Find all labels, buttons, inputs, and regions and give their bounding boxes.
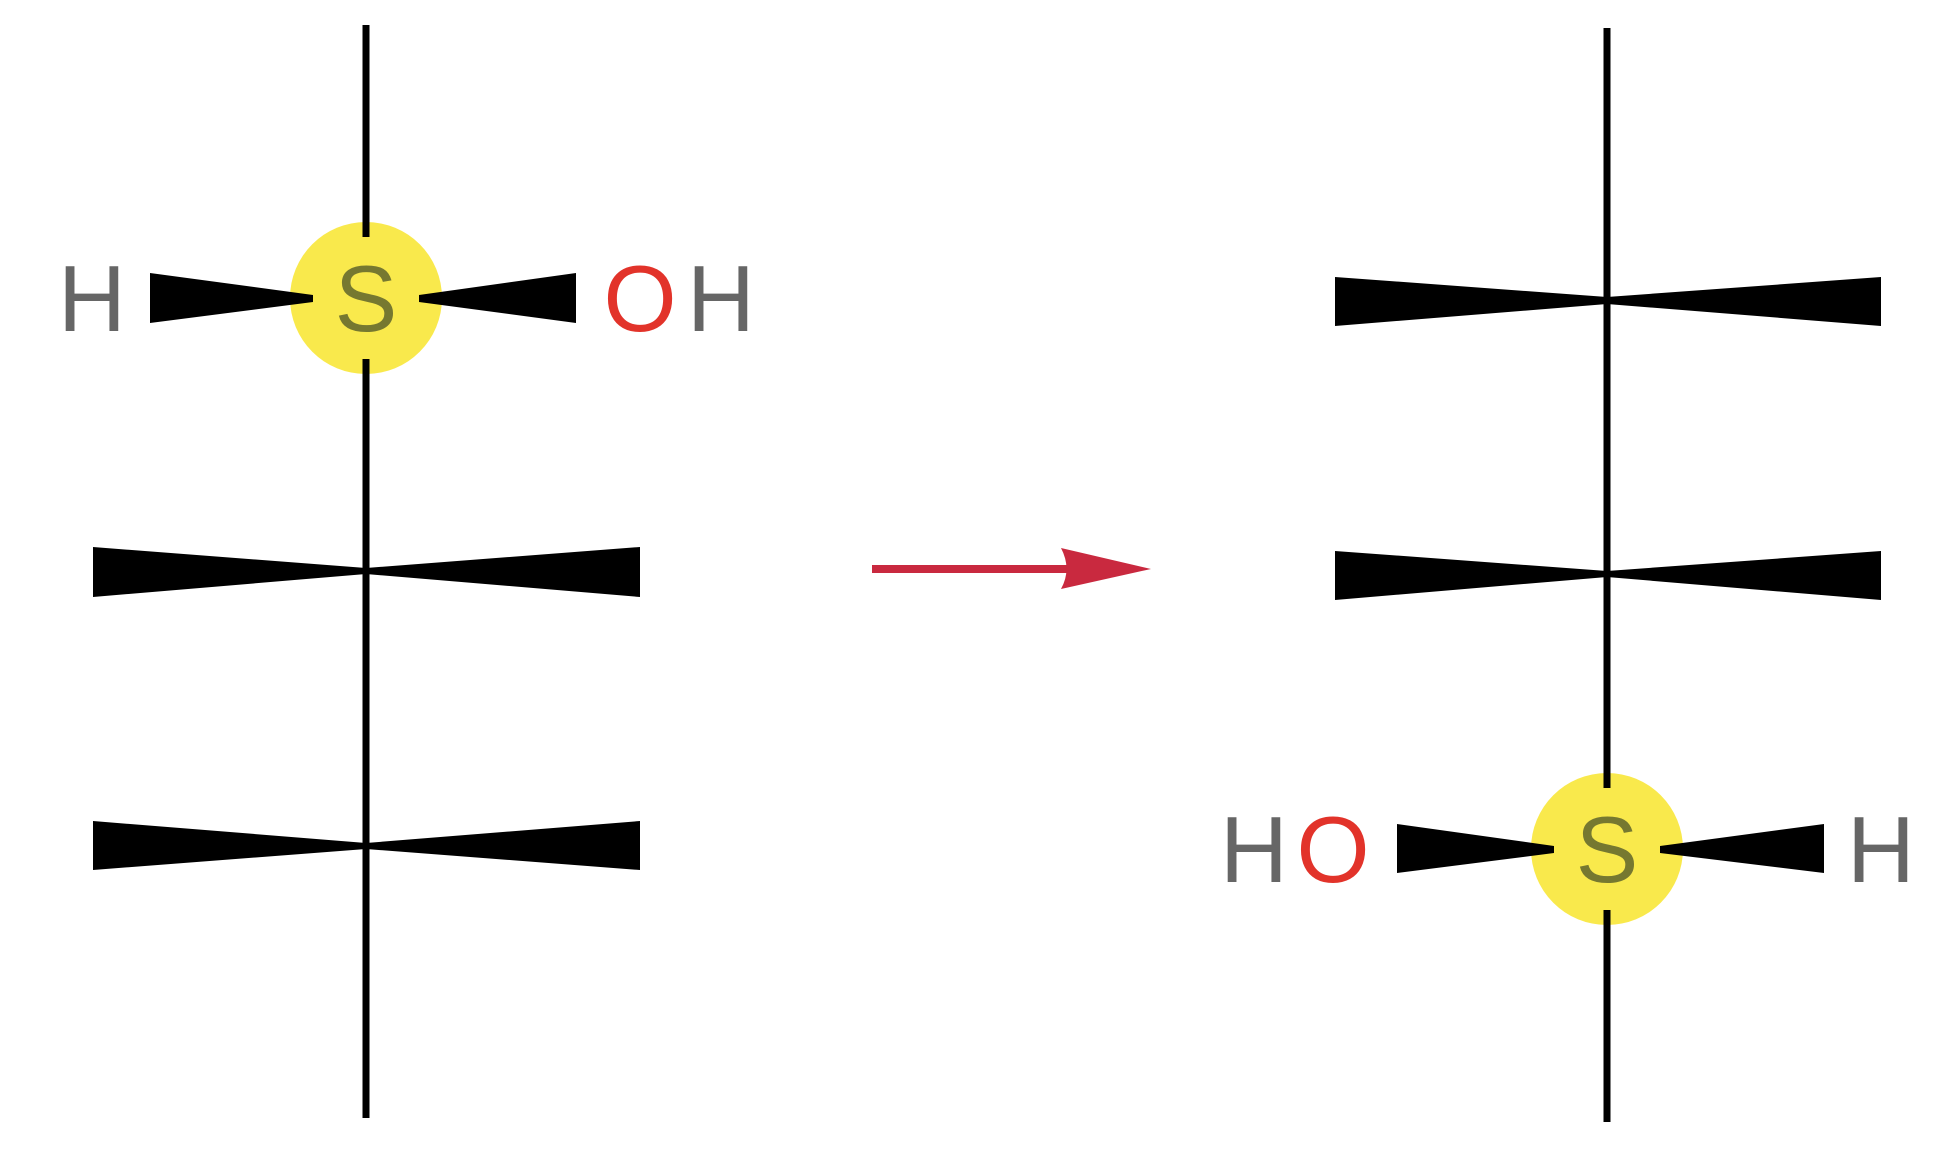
left-hydroxyl-hydrogen-label: H	[687, 246, 755, 351]
right-wedge-to-ho	[1397, 824, 1554, 873]
right-stereocenter-highlight	[1531, 773, 1683, 925]
left-wedge-to-h	[150, 273, 313, 323]
right-hydroxyl-hydrogen-label: H	[1220, 797, 1288, 902]
right-oxygen-label: O	[1296, 797, 1369, 902]
left-row2-wedge-right	[366, 547, 640, 597]
right-wedge-to-h	[1660, 824, 1824, 873]
right-hydrogen-label: H	[1847, 797, 1915, 902]
left-row3-wedge-right	[366, 821, 640, 870]
arrow-head	[1061, 548, 1151, 589]
left-oxygen-label: O	[603, 246, 676, 351]
left-row3-wedge-left	[93, 821, 366, 870]
left-structure: S H O H	[58, 25, 755, 1118]
right-row1-wedge-left	[1335, 277, 1607, 326]
left-wedge-to-oh	[419, 273, 576, 323]
right-row2-wedge-right	[1607, 551, 1881, 600]
reaction-arrow	[872, 548, 1151, 589]
left-hydrogen-label: H	[58, 246, 126, 351]
left-stereocenter-highlight	[290, 222, 442, 374]
right-row1-wedge-right	[1607, 277, 1881, 326]
left-stereocenter-label: S	[335, 246, 398, 351]
right-structure: S H O H	[1220, 28, 1915, 1122]
right-row2-wedge-left	[1335, 551, 1607, 600]
right-stereocenter-label: S	[1576, 797, 1639, 902]
left-row2-wedge-left	[93, 547, 366, 597]
